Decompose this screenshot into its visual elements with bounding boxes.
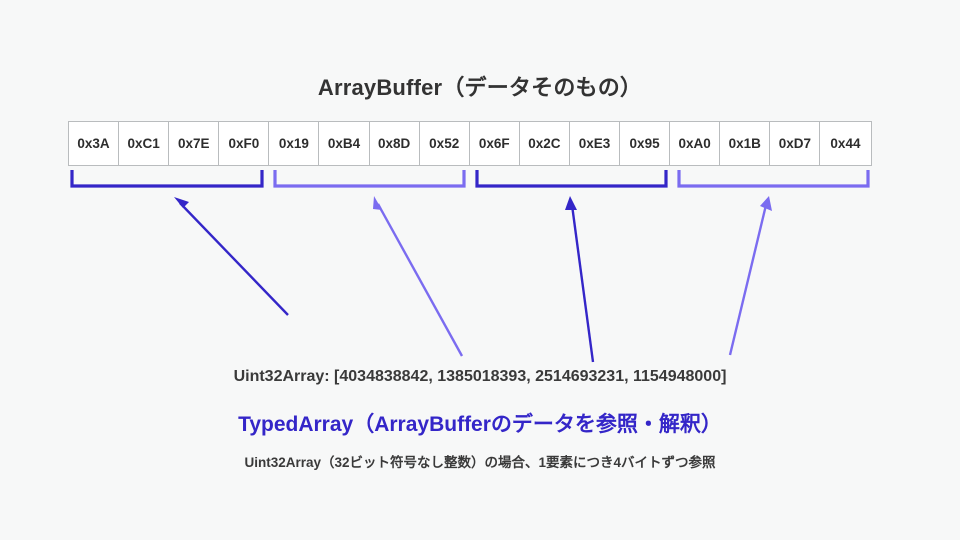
byte-cell: 0x2C [519,122,570,165]
page-title: ArrayBuffer（データそのもの） [317,75,643,100]
byte-cell: 0xC1 [119,122,170,165]
typed-array-heading: TypedArray（ArrayBufferのデータを参照・解釈） [238,413,722,436]
byte-cell: 0x3A [69,122,120,165]
byte-cell: 0x8D [369,122,420,165]
group-bracket-2 [475,170,668,188]
group-arrow-0 [174,197,289,316]
group-arrow-2 [565,196,595,363]
byte-cell: 0xD7 [770,122,821,165]
byte-cell: 0x52 [419,122,470,165]
group-bracket-0 [70,170,264,188]
byte-cell: 0x44 [820,122,871,165]
array-buffer-byte-table: 0x3A 0xC1 0x7E 0xF0 0x19 0xB4 0x8D 0x52 … [68,121,872,166]
group-bracket-1 [273,170,466,188]
byte-cell: 0x6F [469,122,520,165]
byte-cell: 0x19 [269,122,320,165]
byte-cell: 0xE3 [569,122,621,165]
typed-array-caption: Uint32Array（32ビット符号なし整数）の場合、1要素につき4バイトずつ… [244,455,716,470]
byte-cell: 0xA0 [670,122,721,165]
byte-cell: 0xF0 [219,122,270,165]
byte-cell: 0x1B [720,122,771,165]
uint32array-values-line: Uint32Array: [4034838842, 1385018393, 25… [233,368,727,385]
group-arrow-3 [728,196,772,356]
byte-cell: 0x95 [620,122,671,165]
byte-cell: 0x7E [169,122,220,165]
group-arrow-1 [373,196,464,357]
group-bracket-3 [677,170,870,188]
byte-cell: 0xB4 [319,122,370,165]
